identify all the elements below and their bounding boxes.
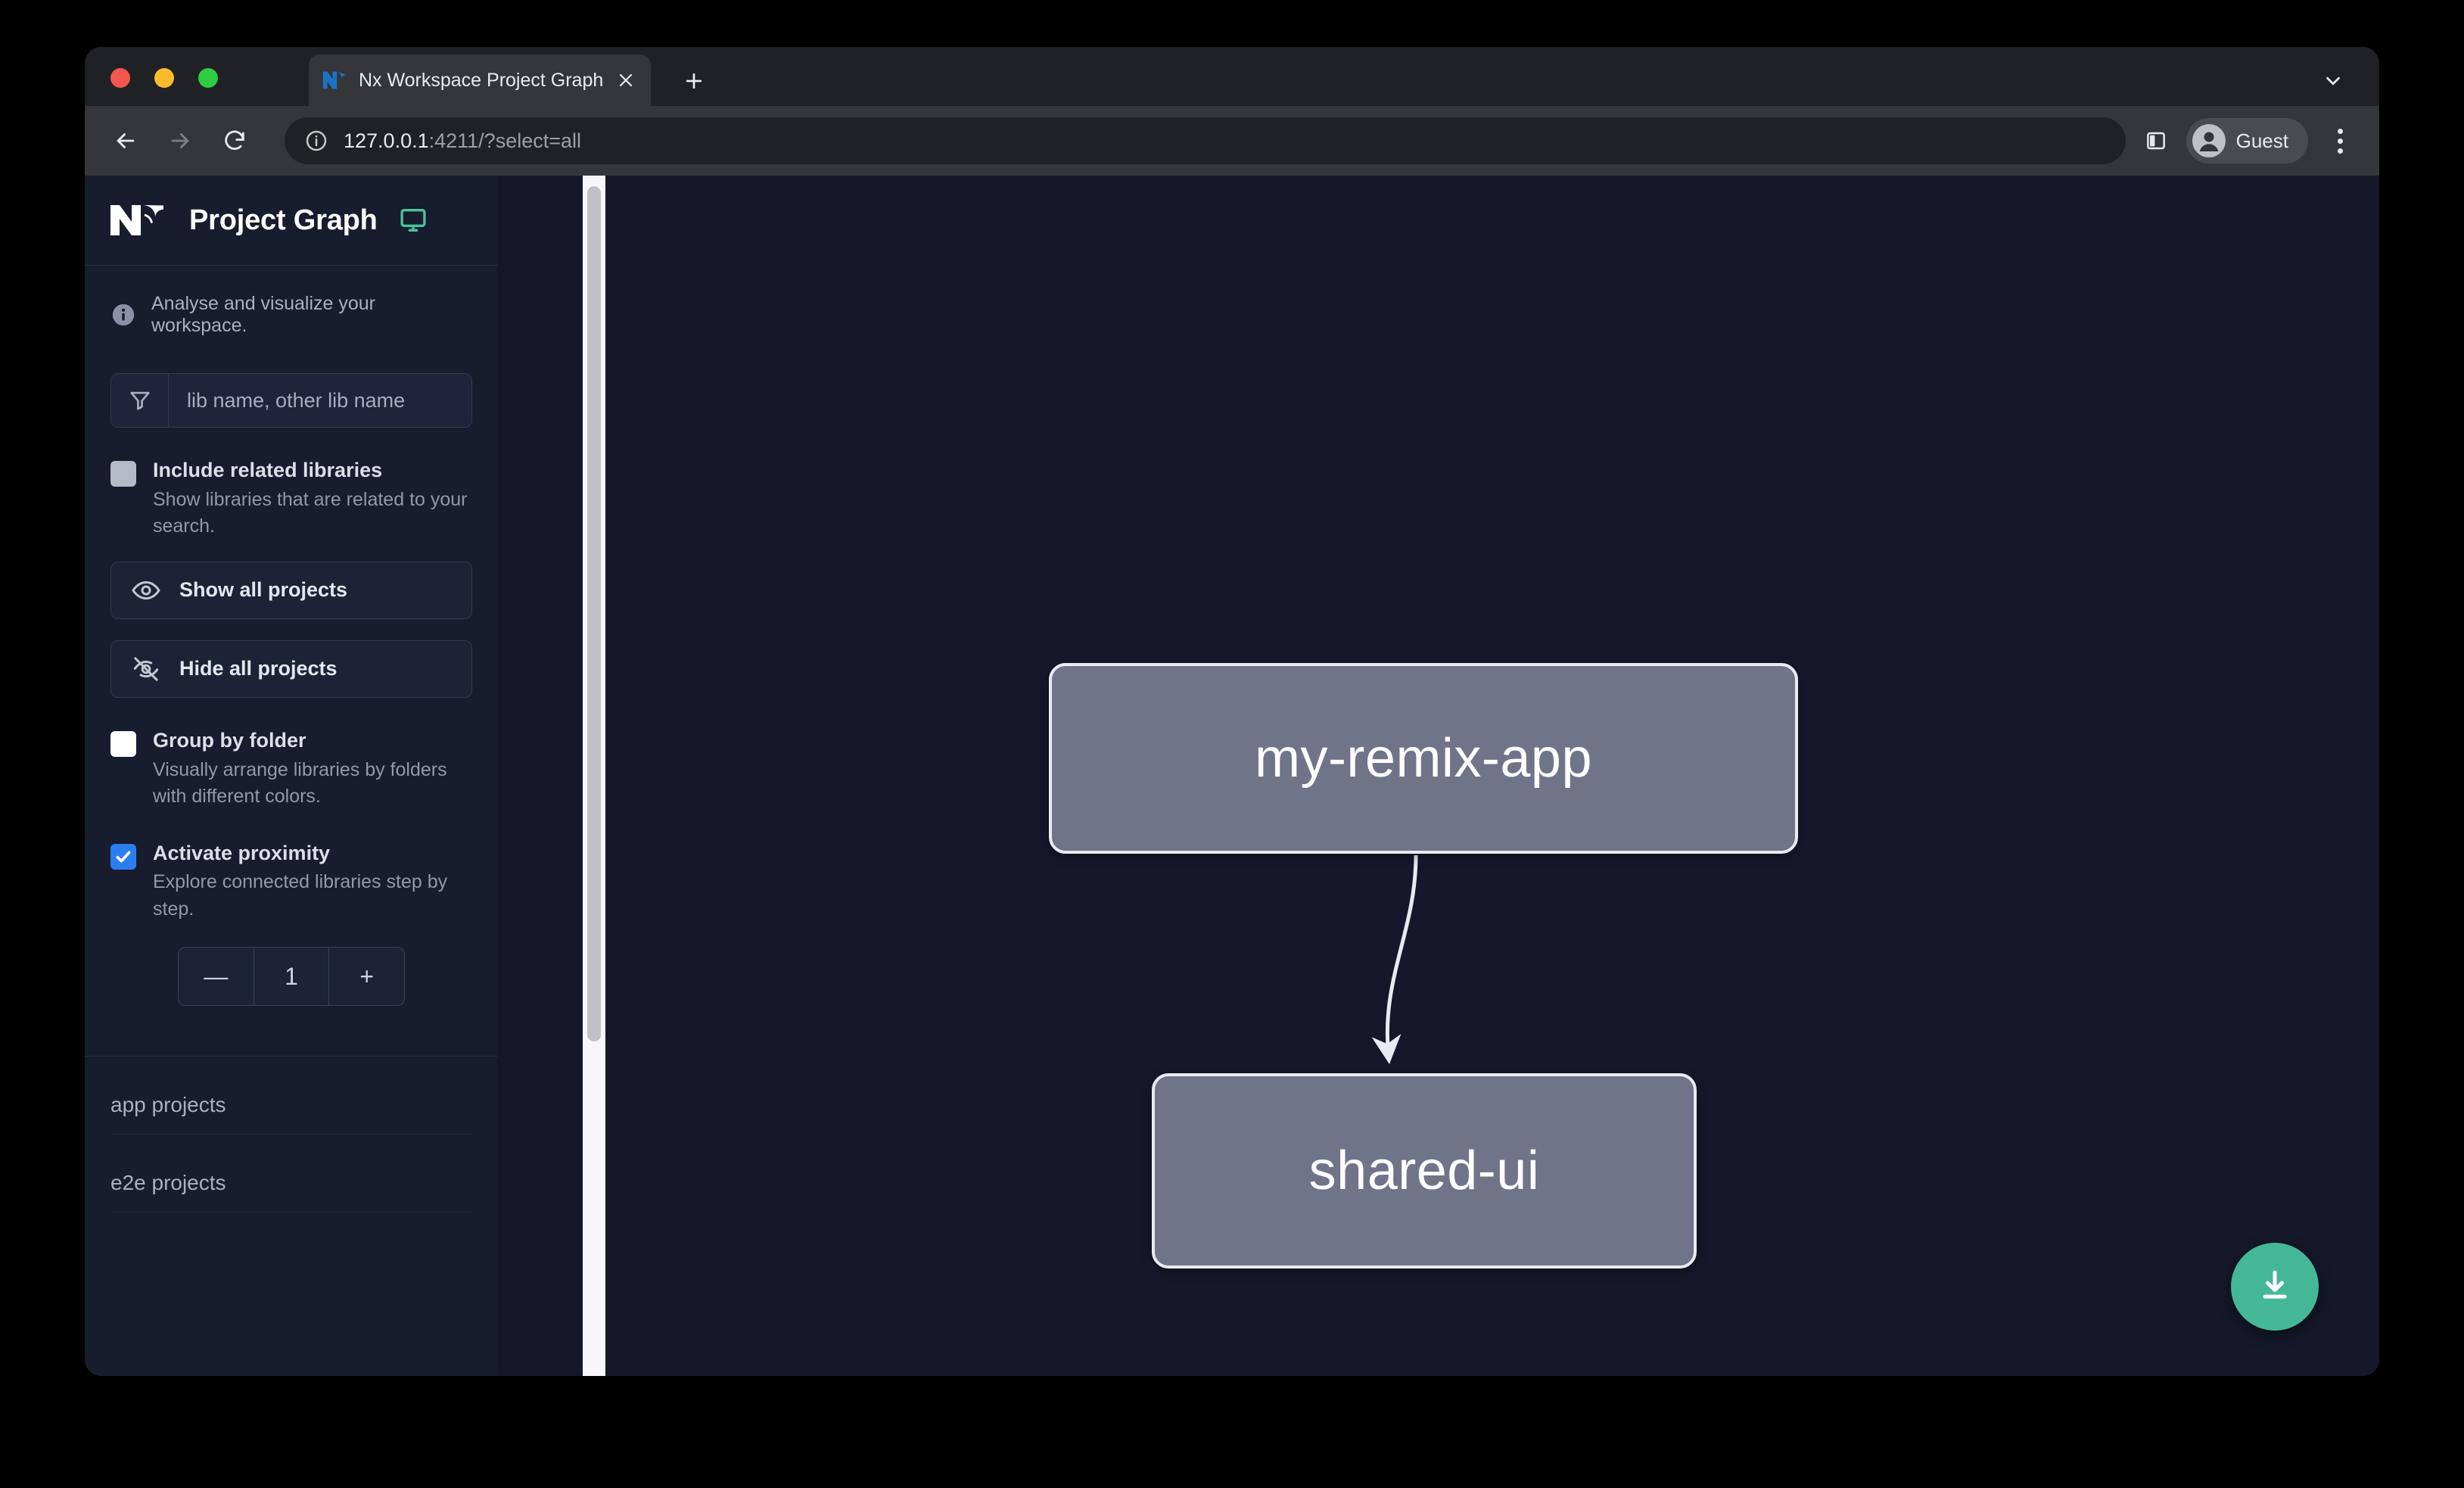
project-group-label: app projects: [110, 1057, 472, 1135]
info-circle-icon: [110, 302, 136, 328]
eye-off-icon: [131, 654, 161, 684]
option-activate-proximity[interactable]: Activate proximity Explore connected lib…: [85, 841, 498, 923]
hide-all-projects-button[interactable]: Hide all projects: [110, 640, 472, 698]
profile-chip[interactable]: Guest: [2186, 118, 2308, 163]
graph-node-my-remix-app[interactable]: my-remix-app: [1049, 663, 1798, 854]
project-group-e2e[interactable]: e2e projects: [85, 1135, 498, 1213]
toolbar-right-actions: Guest: [2136, 117, 2360, 164]
sidebar-section-divider: [85, 1056, 498, 1057]
sidebar-divider: [85, 265, 498, 266]
person-avatar-icon: [2192, 124, 2226, 157]
eye-icon: [131, 575, 161, 605]
option-description: Explore connected libraries step by step…: [153, 871, 448, 920]
option-include-related-libraries[interactable]: Include related libraries Show libraries…: [85, 458, 498, 540]
sidebar-scrollbar[interactable]: [583, 176, 605, 1376]
profile-name: Guest: [2235, 129, 2288, 152]
page-title: Project Graph: [189, 204, 378, 236]
show-all-projects-label: Show all projects: [179, 578, 348, 602]
project-graph-canvas[interactable]: my-remix-app shared-ui: [498, 176, 2379, 1376]
back-button[interactable]: [104, 120, 147, 162]
option-group-by-folder[interactable]: Group by folder Visually arrange librari…: [85, 728, 498, 811]
new-tab-button[interactable]: [677, 64, 711, 98]
graph-node-label: shared-ui: [1308, 1141, 1540, 1201]
sidebar: Project Graph: [85, 176, 605, 1376]
sidebar-header: Project Graph: [85, 176, 498, 265]
graph-edge-my-remix-app-to-shared-ui: [1371, 855, 1418, 1064]
three-dots-vertical-icon[interactable]: [2320, 117, 2360, 164]
funnel-filter-icon: [111, 374, 169, 427]
nx-logo-icon: [109, 202, 170, 238]
close-tab-icon[interactable]: [613, 67, 639, 93]
sidebar-tagline-text: Analyse and visualize your workspace.: [151, 293, 375, 336]
search-input-wrapper[interactable]: lib name, other lib name: [110, 373, 472, 428]
browser-tab-strip: Nx Workspace Project Graph: [85, 47, 2379, 106]
forward-button[interactable]: [159, 120, 201, 162]
download-button[interactable]: [2231, 1243, 2319, 1331]
sidebar-tagline: Analyse and visualize your workspace.: [85, 266, 498, 337]
nx-logo-favicon-icon: [321, 67, 347, 93]
sidebar-scrollbar-thumb[interactable]: [587, 186, 601, 1041]
search-input-placeholder[interactable]: lib name, other lib name: [187, 388, 406, 412]
proximity-value: 1: [285, 962, 298, 990]
group-by-folder-checkbox[interactable]: [110, 730, 136, 757]
monitor-icon[interactable]: [399, 206, 428, 235]
address-bar-url: 127.0.0.1:4211/?select=all: [344, 129, 581, 153]
browser-toolbar: 127.0.0.1:4211/?select=all Guest: [85, 106, 2379, 176]
stepper-divider: [328, 948, 330, 1006]
browser-tab-title: Nx Workspace Project Graph: [359, 69, 604, 91]
minimize-window-button[interactable]: [154, 68, 174, 88]
reload-button[interactable]: [213, 120, 256, 162]
page-viewport: Project Graph: [85, 176, 2379, 1376]
hide-all-projects-label: Hide all projects: [179, 657, 338, 680]
option-text-group: Include related libraries Show libraries…: [153, 458, 472, 540]
maximize-window-button[interactable]: [198, 68, 218, 88]
address-bar-path: :4211/?select=all: [428, 129, 582, 152]
site-info-icon[interactable]: [304, 129, 328, 153]
show-all-projects-button[interactable]: Show all projects: [110, 561, 472, 619]
close-window-button[interactable]: [110, 68, 130, 88]
proximity-increment-button[interactable]: +: [359, 962, 375, 990]
proximity-decrement-button[interactable]: —: [204, 962, 229, 990]
graph-node-label: my-remix-app: [1254, 728, 1593, 789]
option-text-group: Activate proximity Explore connected lib…: [153, 841, 472, 923]
split-view-icon[interactable]: [2136, 121, 2176, 160]
browser-tab[interactable]: Nx Workspace Project Graph: [309, 54, 651, 106]
sidebar-scroll-area: Analyse and visualize your workspace. li…: [85, 266, 498, 1376]
project-group-app[interactable]: app projects: [85, 1057, 498, 1135]
activate-proximity-checkbox[interactable]: [110, 843, 136, 870]
include-related-libraries-checkbox[interactable]: [110, 461, 136, 487]
address-bar[interactable]: 127.0.0.1:4211/?select=all: [285, 117, 2126, 164]
option-title: Include related libraries: [153, 459, 383, 481]
option-title: Group by folder: [153, 728, 306, 752]
download-icon: [2255, 1265, 2294, 1309]
graph-node-shared-ui[interactable]: shared-ui: [1152, 1073, 1697, 1269]
project-group-label: e2e projects: [110, 1135, 472, 1213]
option-text-group: Group by folder Visually arrange librari…: [153, 728, 472, 811]
address-bar-host: 127.0.0.1: [344, 129, 429, 152]
option-description: Show libraries that are related to your …: [153, 488, 468, 537]
option-title: Activate proximity: [153, 841, 331, 864]
chevron-down-icon[interactable]: [2317, 65, 2349, 97]
option-description: Visually arrange libraries by folders wi…: [153, 758, 447, 808]
proximity-stepper[interactable]: — 1 +: [178, 947, 405, 1007]
browser-window: Nx Workspace Project Graph: [85, 47, 2379, 1376]
window-traffic-lights: [110, 68, 218, 88]
